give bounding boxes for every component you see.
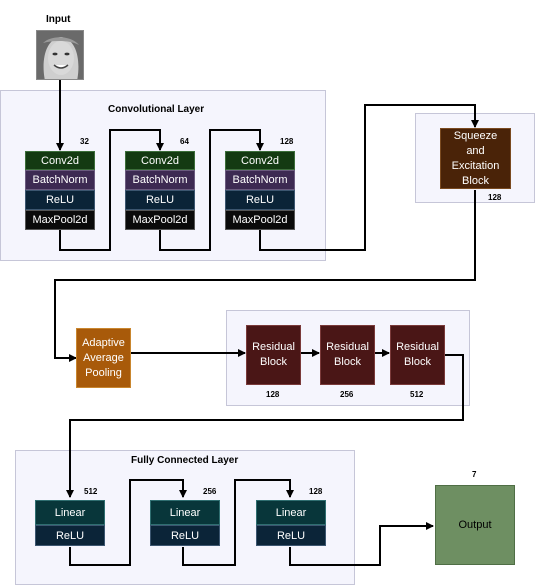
se-block-channels: 128: [488, 193, 502, 202]
face-photo-icon: [36, 30, 84, 80]
conv-block-1-conv2d: Conv2d: [25, 151, 95, 170]
fc-block-2-relu: ReLU: [150, 525, 220, 546]
adaptive-avg-pooling-block: Adaptive Average Pooling: [76, 328, 131, 388]
wire-fc3-to-output: [289, 522, 434, 566]
fc-section-title: Fully Connected Layer: [131, 455, 239, 466]
conv-block-1-batchnorm: BatchNorm: [25, 170, 95, 190]
residual-block-3-channels: 512: [410, 390, 424, 399]
fc-block-1-linear: Linear: [35, 500, 105, 525]
conv-block-1-maxpool2d: MaxPool2d: [25, 210, 95, 230]
conv-block-3-batchnorm: BatchNorm: [225, 170, 295, 190]
output-block: Output: [435, 485, 515, 565]
conv-block-2-conv2d: Conv2d: [125, 151, 195, 170]
conv-section-title: Convolutional Layer: [108, 104, 205, 115]
conv-block-3-relu: ReLU: [225, 190, 295, 210]
conv-block-2-channels: 64: [180, 137, 189, 146]
fc-block-3-linear: Linear: [256, 500, 326, 525]
fc-block-3-channels: 128: [309, 487, 323, 496]
conv-block-1-relu: ReLU: [25, 190, 95, 210]
residual-block-3: Residual Block: [390, 325, 445, 385]
residual-block-2: Residual Block: [320, 325, 375, 385]
conv-block-3-maxpool2d: MaxPool2d: [225, 210, 295, 230]
conv-block-3-channels: 128: [280, 137, 294, 146]
conv-block-3-conv2d: Conv2d: [225, 151, 295, 170]
wire-res3-to-fc1: [66, 354, 464, 498]
residual-block-1-channels: 128: [266, 390, 280, 399]
se-block: Squeeze and Excitation Block: [440, 128, 511, 189]
residual-block-1: Residual Block: [246, 325, 301, 385]
residual-block-2-channels: 256: [340, 390, 354, 399]
wire-fc2-to-fc3: [182, 479, 294, 566]
wire-conv2-to-conv3: [159, 129, 264, 251]
fc-block-1-channels: 512: [84, 487, 98, 496]
wire-conv1-to-conv2: [59, 129, 164, 251]
input-label: Input: [46, 14, 71, 25]
fc-block-2-linear: Linear: [150, 500, 220, 525]
output-classes: 7: [472, 470, 477, 479]
conv-block-2-relu: ReLU: [125, 190, 195, 210]
conv-block-1-channels: 32: [80, 137, 89, 146]
wire-fc1-to-fc2: [69, 479, 187, 566]
fc-block-3-relu: ReLU: [256, 525, 326, 546]
fc-block-2-channels: 256: [203, 487, 217, 496]
conv-block-2-batchnorm: BatchNorm: [125, 170, 195, 190]
wire-se-to-pooling: [54, 190, 476, 362]
fc-block-1-relu: ReLU: [35, 525, 105, 546]
conv-block-2-maxpool2d: MaxPool2d: [125, 210, 195, 230]
wire-conv3-to-se: [259, 104, 479, 251]
